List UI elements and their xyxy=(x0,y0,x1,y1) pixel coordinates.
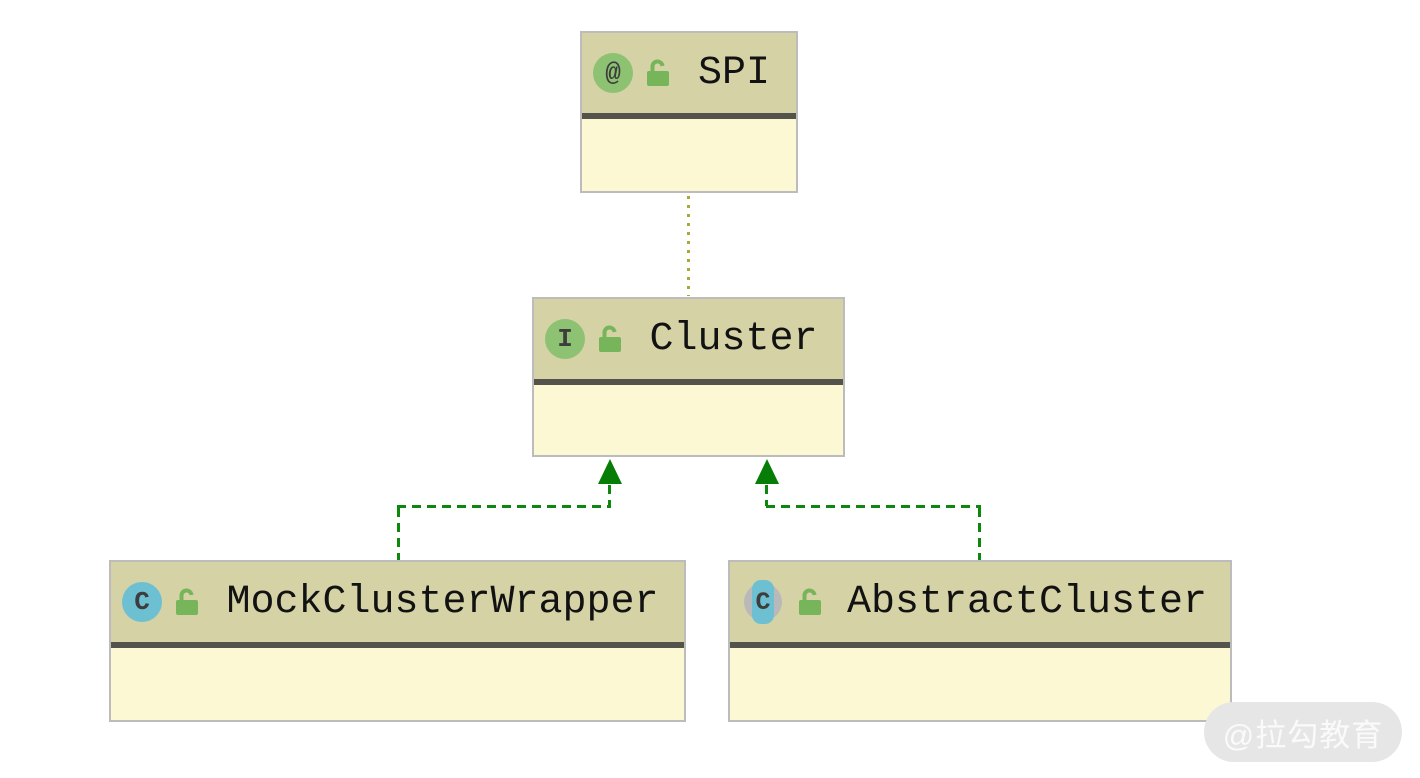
uml-node-abstractcluster[interactable]: C AbstractCluster xyxy=(728,560,1232,722)
edge-segment xyxy=(978,508,981,560)
edge-segment xyxy=(766,505,981,508)
node-members-area xyxy=(730,648,1230,720)
uml-node-cluster[interactable]: I Cluster xyxy=(532,297,845,457)
node-header: C AbstractCluster xyxy=(730,562,1230,642)
uml-node-mockclusterwrapper[interactable]: C MockClusterWrapper xyxy=(109,560,686,722)
open-lock-icon xyxy=(599,325,621,352)
open-lock-icon xyxy=(647,59,669,86)
abstract-class-icon: C xyxy=(741,580,785,624)
edge-segment xyxy=(608,485,611,506)
inheritance-arrowhead-icon xyxy=(598,459,622,484)
node-title: SPI xyxy=(697,50,770,96)
interface-icon: I xyxy=(545,319,585,359)
edge-segment xyxy=(397,508,400,560)
edge-segment xyxy=(765,485,768,506)
node-header: I Cluster xyxy=(534,299,843,379)
node-members-area xyxy=(582,119,796,191)
uml-node-spi[interactable]: @ SPI xyxy=(580,31,798,193)
annotation-dependency-edge xyxy=(687,196,690,296)
node-title: MockClusterWrapper xyxy=(226,579,659,625)
abstract-letter: C xyxy=(755,587,771,617)
node-members-area xyxy=(534,385,843,455)
watermark-badge: @拉勾教育 xyxy=(1204,702,1402,762)
header-separator xyxy=(534,379,843,385)
node-title: AbstractCluster xyxy=(846,579,1208,625)
edge-segment xyxy=(397,505,611,508)
header-separator xyxy=(582,113,796,119)
class-icon: C xyxy=(122,582,162,622)
abstract-pill xyxy=(752,580,774,624)
node-header: @ SPI xyxy=(582,33,796,113)
open-lock-icon xyxy=(176,588,198,615)
header-separator xyxy=(111,642,684,648)
open-lock-icon xyxy=(799,588,821,615)
node-members-area xyxy=(111,648,684,720)
node-header: C MockClusterWrapper xyxy=(111,562,684,642)
node-title: Cluster xyxy=(649,316,818,362)
header-separator xyxy=(730,642,1230,648)
inheritance-arrowhead-icon xyxy=(755,459,779,484)
annotation-icon: @ xyxy=(593,53,633,93)
